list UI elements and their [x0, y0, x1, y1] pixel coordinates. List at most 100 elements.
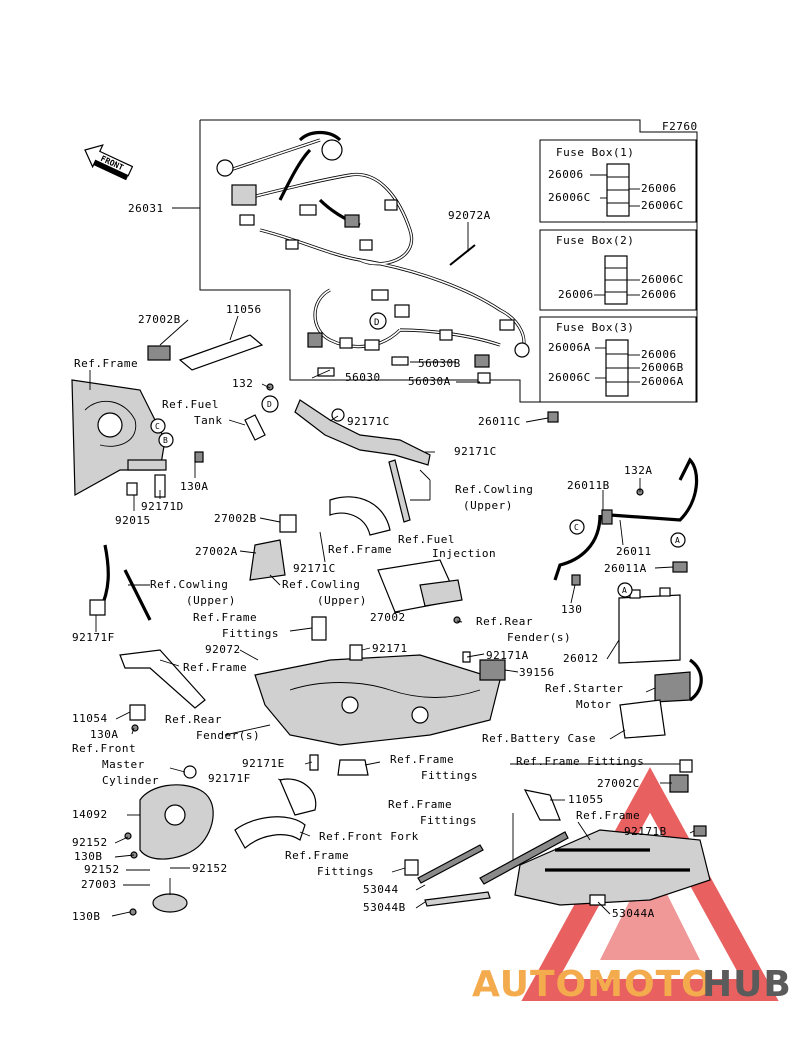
callout-27002b-top: 27002B: [138, 313, 181, 326]
callout-ref-starter-motor-1: Ref.Starter: [545, 682, 623, 695]
fuse-box-1-label-3: 26006C: [641, 199, 684, 212]
fuse-box-3-label-4: 26006A: [641, 375, 684, 388]
callout-92171a: 92171A: [486, 649, 529, 662]
callout-92171d: 92171D: [141, 500, 184, 513]
callout-92171f: 92171F: [72, 631, 115, 644]
callout-11056: 11056: [226, 303, 262, 316]
callout-26011b: 26011B: [567, 479, 610, 492]
callout-26011: 26011: [616, 545, 652, 558]
callout-92171e: 92171E: [242, 757, 285, 770]
callout-ref-fuel-tank-1: Ref.Fuel: [162, 398, 219, 411]
ref-mark-c-1: C: [155, 422, 160, 431]
ref-mark-d-1: D: [374, 318, 379, 328]
callout-26012: 26012: [563, 652, 599, 665]
fuse-box-1-label-0: 26006: [548, 168, 584, 181]
callout-ref-fuel-injection-2: Injection: [432, 547, 496, 560]
callout-27002b-mid: 27002B: [214, 512, 257, 525]
callout-ref-rear-fender-1a: Ref.Rear: [476, 615, 533, 628]
callout-ref-frame-fittings-5b: Fittings: [317, 865, 374, 878]
callout-ref-cowling-upper-1b: (Upper): [463, 499, 513, 512]
callout-ref-front-master-cylinder-2: Master: [102, 758, 145, 771]
callout-26011c: 26011C: [478, 415, 521, 428]
callout-53044: 53044: [363, 883, 399, 896]
callout-92171c-3: 92171C: [293, 562, 336, 575]
callout-92152-3: 92152: [192, 862, 228, 875]
fuse-box-2-title: Fuse Box(2): [556, 234, 634, 247]
watermark-brand-hub: HUB: [702, 964, 792, 1005]
callout-ref-frame-fittings-5a: Ref.Frame: [285, 849, 349, 862]
callout-92072a: 92072A: [448, 209, 491, 222]
callout-27002: 27002: [370, 611, 406, 624]
callout-ref-cowling-upper-3b: (Upper): [317, 594, 367, 607]
callout-ref-frame-3: Ref.Frame: [183, 661, 247, 674]
fuse-box-1: Fuse Box(1) 26006 26006C 26006 26006C: [539, 139, 697, 223]
fuse-box-3-label-0: 26006A: [548, 341, 591, 354]
callout-ref-rear-fender-1b: Fender(s): [507, 631, 571, 644]
callout-92152-1: 92152: [72, 836, 108, 849]
callout-27002a: 27002A: [195, 545, 238, 558]
callout-130b-2: 130B: [72, 910, 101, 923]
main-harness-drawing: D: [216, 130, 559, 423]
callout-ref-frame-4: Ref.Frame: [576, 809, 640, 822]
callout-ref-fuel-tank-2: Tank: [194, 414, 223, 427]
callout-56030b: 56030B: [418, 357, 461, 370]
fuse-box-3: Fuse Box(3) 26006A 26006C 26006 26006B 2…: [539, 316, 697, 403]
callout-26011a: 26011A: [604, 562, 647, 575]
callout-26031: 26031: [128, 202, 164, 215]
callout-ref-cowling-upper-1a: Ref.Cowling: [455, 483, 533, 496]
fuse-box-2-label-2: 26006: [641, 288, 677, 301]
callout-132-top: 132: [232, 377, 253, 390]
callout-92171: 92171: [372, 642, 408, 655]
callout-130: 130: [561, 603, 582, 616]
callout-ref-frame-fittings-4a: Ref.Frame: [388, 798, 452, 811]
figure-code: F2760: [662, 120, 698, 133]
callout-27003: 27003: [81, 878, 117, 891]
watermark-brand-auto: AUTOMOTO: [472, 964, 713, 1005]
callout-53044a: 53044A: [612, 907, 655, 920]
ref-mark-c-2: C: [574, 523, 579, 532]
fuse-box-1-label-1: 26006C: [548, 191, 591, 204]
callout-ref-rear-fender-2a: Ref.Rear: [165, 713, 222, 726]
callout-ref-front-master-cylinder-3: Cylinder: [102, 774, 159, 787]
ref-mark-a-2: A: [622, 586, 627, 595]
fuse-box-2-label-0: 26006C: [641, 273, 684, 286]
callout-92015: 92015: [115, 514, 151, 527]
ref-mark-a-1: A: [675, 536, 680, 545]
fuse-box-2: Fuse Box(2) 26006C 26006 26006: [539, 229, 697, 311]
callout-132a: 132A: [624, 464, 653, 477]
callout-ref-cowling-upper-3a: Ref.Cowling: [282, 578, 360, 591]
callout-11054: 11054: [72, 712, 108, 725]
callout-ref-frame-fittings-4b: Fittings: [420, 814, 477, 827]
callout-ref-frame-fittings-2a: Ref.Frame: [390, 753, 454, 766]
fuse-box-3-label-3: 26006B: [641, 361, 684, 374]
callout-11055: 11055: [568, 793, 604, 806]
callout-56030: 56030: [345, 371, 381, 384]
ref-mark-d-2: D: [267, 400, 272, 409]
callout-labels: 26031 92072A 27002B 11056 Ref.Frame 5603…: [72, 202, 666, 923]
harness-frame: [199, 119, 698, 403]
fuse-box-3-label-2: 26006: [641, 348, 677, 361]
callout-92072: 92072: [205, 643, 241, 656]
callout-ref-frame-fittings-3: Ref.Frame Fittings: [516, 755, 644, 768]
leader-lines: [89, 207, 695, 917]
center-frame-drawing: [119, 399, 506, 746]
callout-ref-cowling-upper-2a: Ref.Cowling: [150, 578, 228, 591]
callout-92171c-2: 92171C: [454, 445, 497, 458]
callout-ref-front-fork: Ref.Front Fork: [319, 830, 419, 843]
fuse-box-1-title: Fuse Box(1): [556, 146, 634, 159]
callout-ref-rear-fender-2b: Fender(s): [196, 729, 260, 742]
callout-ref-frame-fittings-2b: Fittings: [421, 769, 478, 782]
callout-ref-frame-fittings-1b: Fittings: [222, 627, 279, 640]
fuse-box-2-label-1: 26006: [558, 288, 594, 301]
fuse-box-1-label-2: 26006: [641, 182, 677, 195]
callout-92171c-1: 92171C: [347, 415, 390, 428]
left-parts-drawing: C B D: [71, 334, 391, 621]
callout-ref-fuel-injection-1: Ref.Fuel: [398, 533, 455, 546]
callout-ref-front-master-cylinder-1: Ref.Front: [72, 742, 136, 755]
callout-53044b: 53044B: [363, 901, 406, 914]
callout-27002c: 27002C: [597, 777, 640, 790]
front-arrow-icon: FRONT: [84, 144, 134, 181]
callout-ref-starter-motor-2: Motor: [576, 698, 612, 711]
ref-mark-b-1: B: [163, 436, 168, 445]
